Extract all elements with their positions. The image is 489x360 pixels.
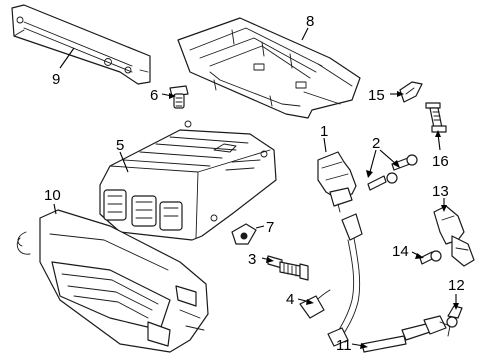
part-10-housing	[16, 209, 209, 353]
callout-9: 9	[52, 71, 60, 88]
part-7-clip	[231, 223, 257, 245]
part-1-ignition-coil	[317, 151, 357, 213]
callout-14: 14	[392, 243, 409, 260]
callout-6: 6	[150, 87, 158, 104]
callout-12: 12	[448, 277, 465, 294]
callout-15: 15	[368, 87, 385, 104]
callout-7: 7	[266, 219, 274, 236]
part-8-tray	[177, 17, 361, 119]
callout-4: 4	[286, 291, 294, 308]
callout-2: 2	[372, 135, 380, 152]
part-12-bolt	[446, 305, 463, 328]
callout-1: 1	[320, 123, 328, 140]
callout-5: 5	[116, 137, 124, 154]
part-5-ecm	[99, 120, 277, 241]
callout-10: 10	[44, 187, 61, 204]
part-4-wire	[299, 213, 363, 347]
part-14-bolt	[419, 250, 442, 265]
part-11-sensor	[361, 315, 451, 353]
part-6-bolt	[169, 85, 189, 109]
part-3-spark-plug	[267, 255, 309, 281]
callout-16: 16	[432, 153, 449, 170]
part-2-bolts	[367, 154, 418, 191]
part-13-sensor	[433, 205, 475, 267]
part-9-bracket	[11, 4, 151, 85]
leader-lines	[53, 27, 459, 349]
callout-labels: 9 6 8 15 16 5 1 2 13 10 7 3 14 4 12 11	[44, 13, 465, 354]
callout-8: 8	[306, 13, 314, 30]
part-15-clip	[399, 81, 423, 103]
callout-13: 13	[432, 183, 449, 200]
callout-3: 3	[248, 251, 256, 268]
callout-11: 11	[336, 337, 352, 354]
part-16-stud	[425, 102, 447, 133]
